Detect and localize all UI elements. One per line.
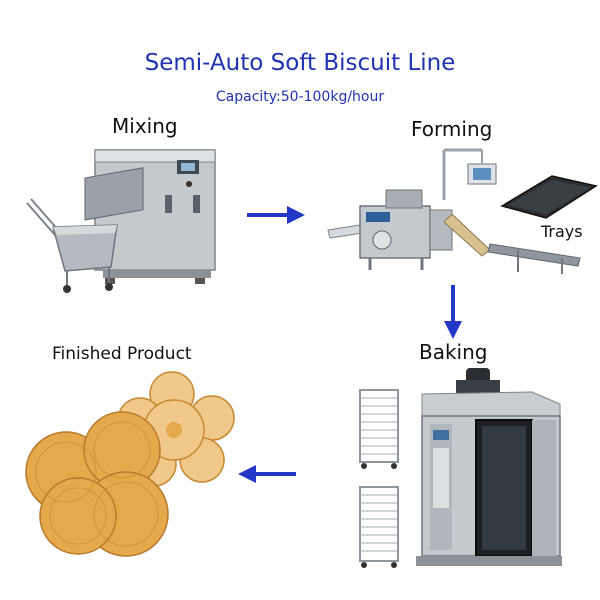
- rotary-oven-icon: [416, 368, 562, 566]
- diagram-title: Semi-Auto Soft Biscuit Line: [144, 50, 456, 76]
- stage-label-finished-product: Finished Product: [52, 344, 192, 364]
- forming-machine-icon: [327, 148, 581, 274]
- stage-label-baking: Baking: [419, 340, 488, 364]
- arrow-down-icon: [444, 285, 462, 339]
- rack-trolley-icon: [359, 486, 399, 568]
- capacity-subtitle: Capacity:50-100kg/hour: [215, 89, 385, 105]
- trays-label: Trays: [541, 222, 583, 241]
- baking-tray-icon: [500, 175, 598, 219]
- arrow-right-icon: [247, 206, 305, 224]
- arrow-left-icon: [238, 465, 296, 483]
- mixer-machine-icon: [84, 149, 216, 284]
- biscuit-icon: [25, 371, 235, 557]
- dough-trolley-icon: [26, 198, 118, 293]
- rack-trolley-icon: [359, 389, 399, 469]
- stage-label-forming: Forming: [411, 117, 493, 141]
- stage-label-mixing: Mixing: [112, 114, 178, 138]
